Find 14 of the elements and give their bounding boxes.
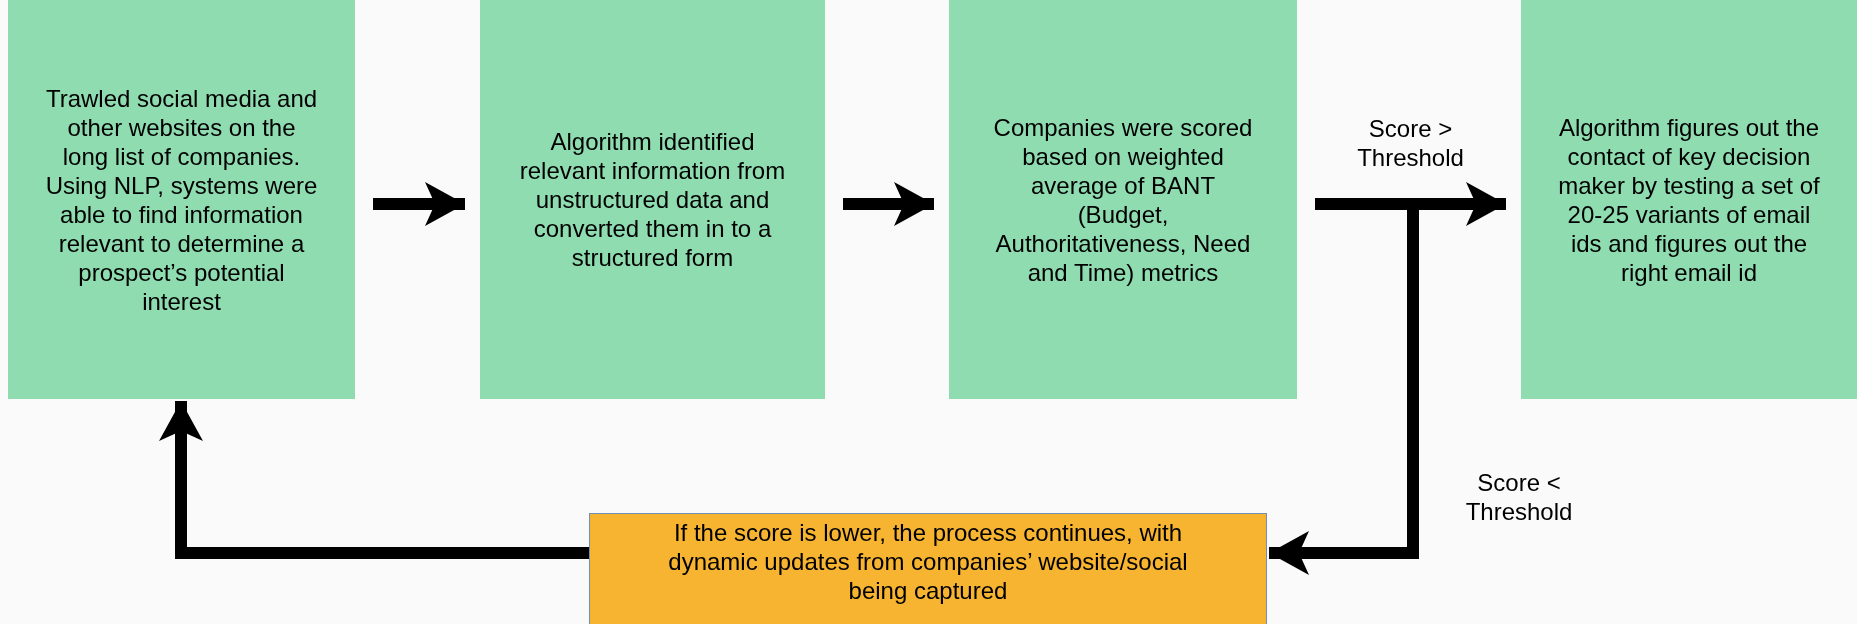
arrow (373, 182, 465, 226)
process-box (1521, 0, 1857, 399)
process-box (8, 0, 355, 399)
arrow (159, 401, 589, 559)
process-box (480, 0, 825, 399)
box-text: Algorithm figures out the contact of key decision maker by testing a set of 20-25 variants of email ids and figures out the right email id (1557, 112, 1821, 287)
arrow (843, 182, 934, 226)
process-box (589, 513, 1267, 624)
arrow (1315, 182, 1506, 226)
box-text: Algorithm identified relevant information from unstructured data and converted them in to a structured form (518, 127, 787, 272)
box-text: Companies were scored based on weighted average of BANT (Budget, Authoritativeness, Need and Time) metrics (992, 112, 1254, 287)
process-box (949, 0, 1297, 399)
box-text: Trawled social media and other websites on the long list of companies. Using NLP, systems were able to find information relevant to determine a prospect’s potential interest (44, 83, 319, 316)
box-text: If the score is lower, the process continues, with dynamic updates from companies’ website/social being captured (667, 518, 1189, 605)
